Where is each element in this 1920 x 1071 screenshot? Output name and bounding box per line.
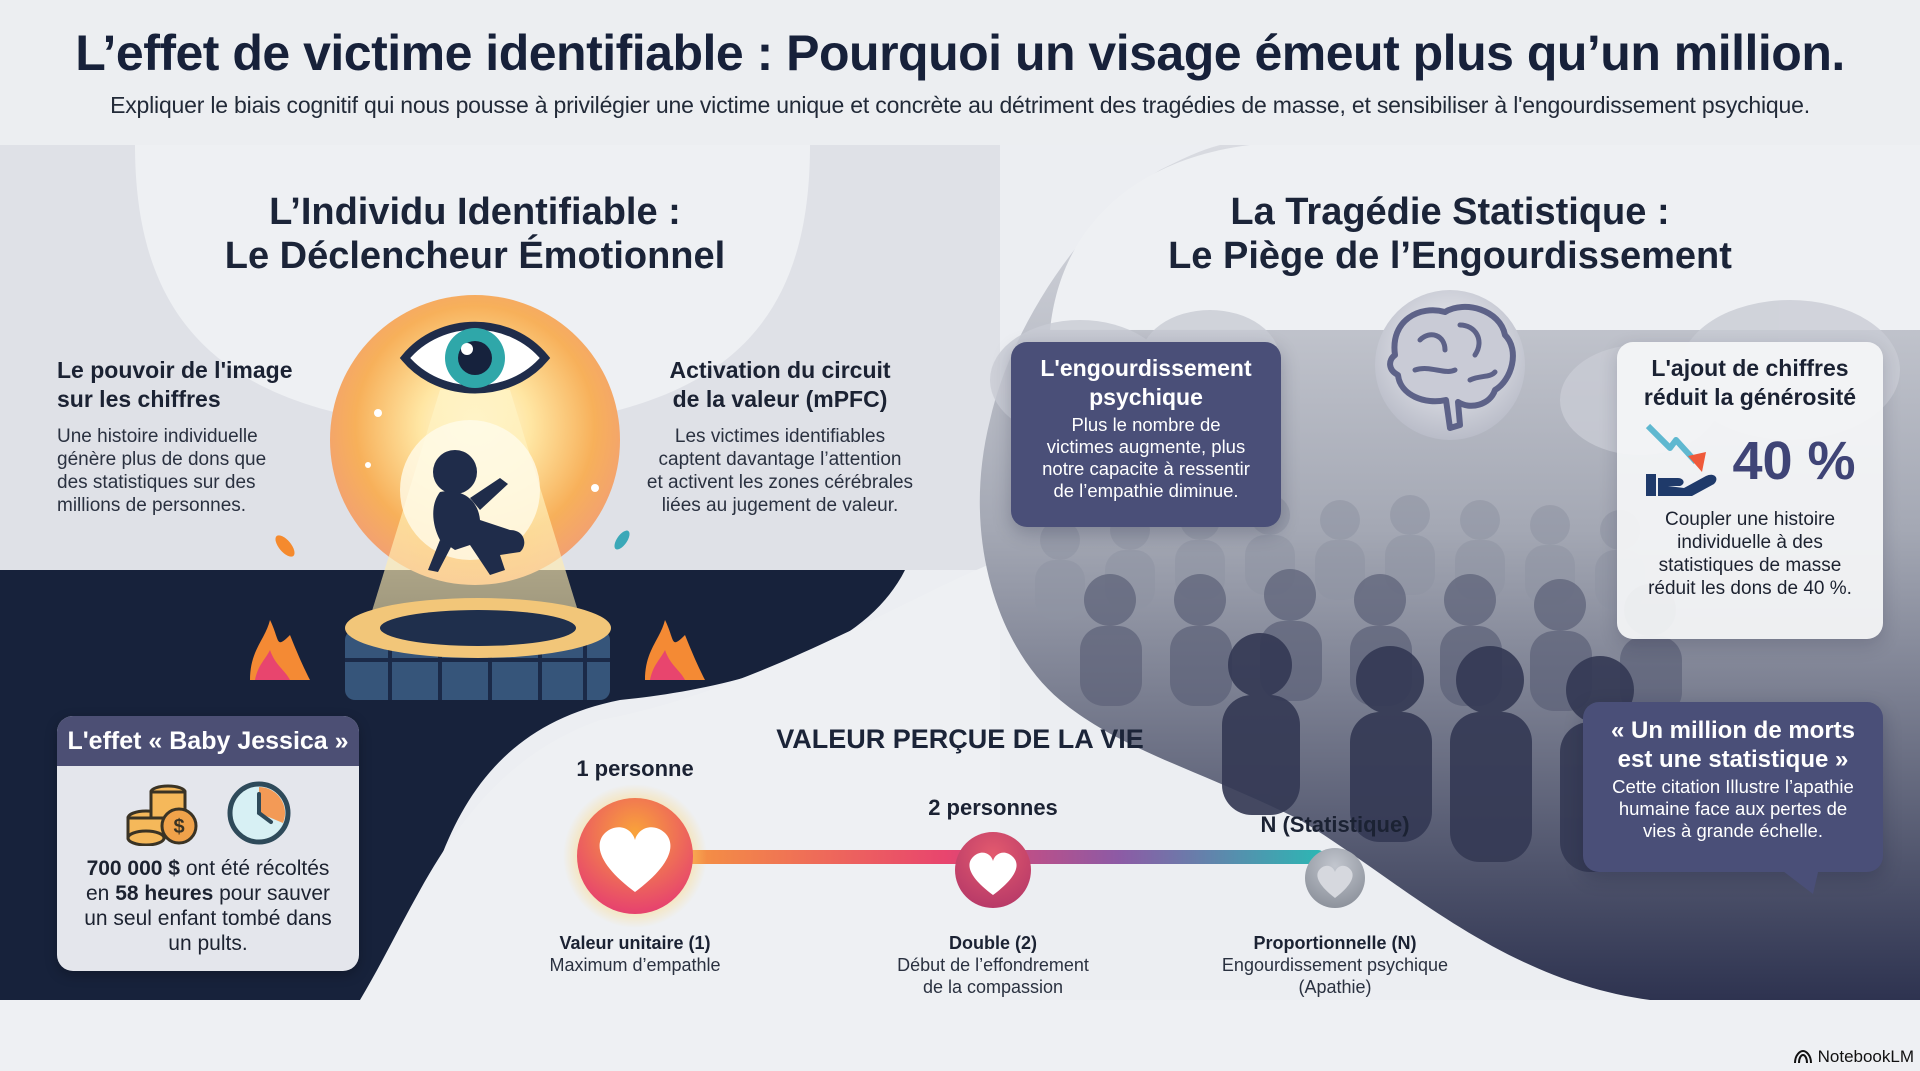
timeline-point-label: 1 personne — [576, 756, 694, 781]
feature-image-text: Une histoire individuelle génère plus de… — [57, 426, 267, 516]
timeline-caption: Valeur unitaire (1) Maximum d’empathle — [549, 933, 721, 975]
baby-jessica-icons: $ — [57, 780, 359, 846]
page-subtitle: Expliquer le biais cognitif qui nous pou… — [110, 92, 1810, 118]
heart-icon-1 — [599, 827, 671, 892]
notebooklm-logo-icon — [1793, 1050, 1812, 1064]
heart-icon-2 — [969, 852, 1017, 895]
timeline-title: VALEUR PERÇUE DE LA VIE — [776, 724, 1144, 754]
well-icon — [345, 598, 611, 700]
svg-text:$: $ — [173, 816, 184, 838]
brand-watermark: NotebookLM — [1793, 1047, 1914, 1067]
timeline-chart — [563, 784, 1365, 928]
generosity-card: L'ajout de chiffres réduit la générosité… — [1617, 342, 1883, 639]
falling-child-icon — [428, 450, 525, 575]
right-section-title: La Tragédie Statistique : Le Piège de l’… — [1168, 191, 1732, 277]
timeline-point-label: N (Statistique) — [1260, 812, 1410, 837]
baby-jessica-title: L'effet « Baby Jessica » — [57, 716, 359, 766]
feature-mpfc-title: Activation du circuit de la valeur (mPFC… — [669, 357, 891, 412]
left-section-title: L’Individu Identifiable : Le Déclencheur… — [224, 191, 726, 277]
feature-image-title: Le pouvoir de l'image sur les chiffres — [57, 357, 293, 412]
numbing-card: L'engourdissement psychique Plus le nomb… — [1011, 342, 1281, 527]
heart-icon-3 — [1317, 865, 1353, 898]
flame-icon — [250, 620, 705, 680]
speech-tail — [1779, 868, 1819, 894]
generosity-stat: 40 % — [1732, 431, 1856, 491]
timeline-caption: Proportionnelle (N) Engourdissement psyc… — [1221, 933, 1449, 997]
page-title: L’effet de victime identifiable : Pourqu… — [75, 25, 1845, 81]
baby-jessica-card: L'effet « Baby Jessica » $ — [57, 716, 359, 971]
feature-mpfc-text: Les victimes identifiables captent davan… — [646, 426, 914, 516]
timeline-point-label: 2 personnes — [928, 795, 1058, 820]
illustration-left — [250, 295, 705, 700]
eye-icon — [399, 321, 551, 394]
baby-jessica-text: 700 000 $ ont été récoltés en 58 heures … — [84, 857, 332, 955]
brain-icon — [1375, 290, 1525, 440]
clock-icon — [227, 781, 291, 845]
coins-dollar-icon: $ — [126, 784, 198, 846]
declining-donation-icon — [1646, 423, 1717, 496]
header: L’effet de victime identifiable : Pourqu… — [0, 0, 1920, 145]
timeline-caption: Double (2) Début de l’effondrement de la… — [897, 933, 1089, 997]
quote-card: « Un million de morts est une statistiqu… — [1583, 702, 1883, 894]
